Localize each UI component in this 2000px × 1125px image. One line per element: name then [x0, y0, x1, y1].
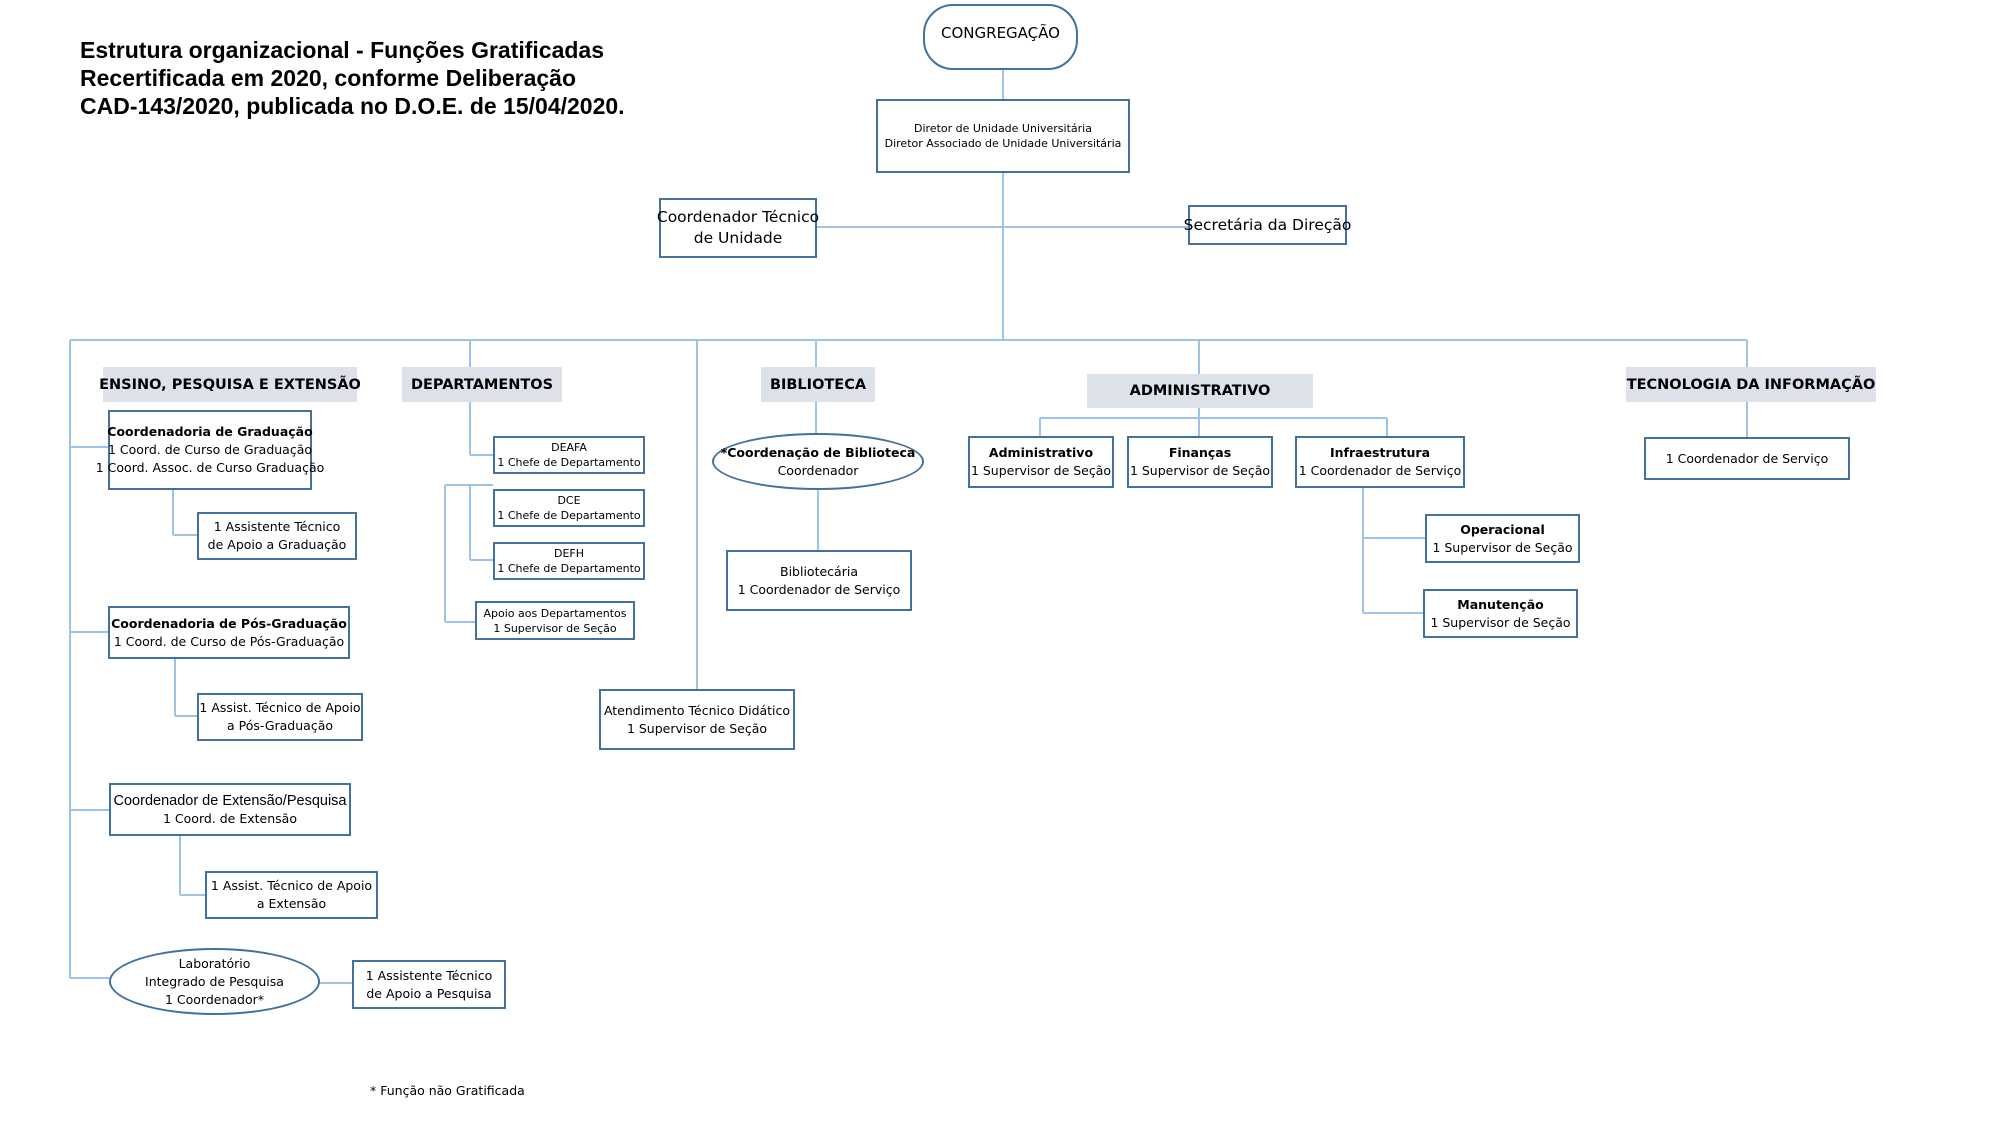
node-coordenadoria-pos: Coordenadoria de Pós-Graduação 1 Coord. …: [108, 606, 350, 659]
dce-title: DCE: [557, 494, 581, 507]
manutencao-line-1: 1 Supervisor de Seção: [1430, 614, 1571, 630]
bibliotecaria-line-1: Bibliotecária: [780, 563, 858, 579]
coordenacao-biblioteca-title: *Coordenação de Biblioteca: [720, 444, 916, 460]
graduacao-line-2: 1 Coord. Assoc. de Curso Graduação: [95, 460, 325, 475]
header-ensino-label: ENSINO, PESQUISA E EXTENSÃO: [99, 376, 361, 393]
title-line-1: Estrutura organizacional - Funções Grati…: [80, 37, 605, 63]
header-departamentos-label: DEPARTAMENTOS: [410, 376, 554, 393]
assist-pos-line-2: a Pós-Graduação: [226, 718, 334, 733]
node-assistente-pos: 1 Assist. Técnico de Apoio a Pós-Graduaç…: [197, 693, 363, 741]
node-laboratorio: Laboratório Integrado de Pesquisa 1 Coor…: [109, 948, 320, 1015]
assist-graduacao-line-1: 1 Assistente Técnico: [213, 519, 341, 534]
coord-tecnico-line-1: Coordenador Técnico: [656, 208, 820, 226]
deafa-line-1: 1 Chefe de Departamento: [497, 456, 641, 469]
node-congregacao: CONGREGAÇÃO: [923, 4, 1078, 70]
node-assistente-extensao: 1 Assist. Técnico de Apoio a Extensão: [205, 871, 378, 919]
manutencao-title: Manutenção: [1457, 596, 1544, 612]
node-congregacao-label: CONGREGAÇÃO: [941, 24, 1060, 42]
node-deafa: DEAFA 1 Chefe de Departamento: [493, 436, 645, 474]
atendimento-line-2: 1 Supervisor de Seção: [626, 720, 768, 736]
node-coordenacao-biblioteca: *Coordenação de Biblioteca Coordenador: [712, 433, 924, 490]
financas-line-1: 1 Supervisor de Seção: [1129, 463, 1271, 478]
coord-tecnico-line-2: de Unidade: [693, 229, 783, 247]
diretor-line-2: Diretor Associado de Unidade Universitár…: [884, 137, 1122, 150]
page-title: Estrutura organizacional - Funções Grati…: [80, 36, 625, 120]
node-operacional: Operacional 1 Supervisor de Seção: [1425, 514, 1580, 563]
apoio-line-2: 1 Supervisor de Seção: [493, 621, 617, 635]
node-coordenador-tecnico: Coordenador Técnico de Unidade: [656, 198, 820, 258]
node-diretor: Diretor de Unidade Universitária Diretor…: [876, 99, 1130, 173]
laboratorio-line-1: Laboratório: [178, 955, 251, 971]
header-ti: TECNOLOGIA DA INFORMAÇÃO: [1626, 367, 1876, 402]
pos-line-1: 1 Coord. de Curso de Pós-Graduação: [113, 633, 345, 649]
header-administrativo-label: ADMINISTRATIVO: [1129, 383, 1271, 399]
assist-extensao-line-1: 1 Assist. Técnico de Apoio: [210, 878, 373, 893]
node-ti-coordenador: 1 Coordenador de Serviço: [1644, 437, 1850, 480]
node-secretaria: Secretária da Direção: [1184, 205, 1351, 245]
coordenacao-biblioteca-line-1: Coordenador: [777, 462, 859, 478]
pos-title: Coordenadoria de Pós-Graduação: [111, 615, 347, 631]
laboratorio-line-2: Integrado de Pesquisa: [145, 973, 284, 989]
header-departamentos: DEPARTAMENTOS: [402, 367, 562, 402]
dce-line-1: 1 Chefe de Departamento: [497, 509, 641, 522]
administrativo-line-1: 1 Supervisor de Seção: [970, 463, 1112, 478]
administrativo-title: Administrativo: [988, 445, 1094, 460]
secretaria-label: Secretária da Direção: [1183, 215, 1352, 234]
node-assistente-graduacao: 1 Assistente Técnico de Apoio a Graduaçã…: [197, 512, 357, 560]
bibliotecaria-line-2: 1 Coordenador de Serviço: [737, 581, 901, 597]
diretor-line-1: Diretor de Unidade Universitária: [914, 122, 1092, 135]
node-assistente-pesquisa: 1 Assistente Técnico de Apoio a Pesquisa: [352, 960, 506, 1009]
node-infraestrutura: Infraestrutura 1 Coordenador de Serviço: [1295, 436, 1465, 488]
assist-pos-line-1: 1 Assist. Técnico de Apoio: [199, 700, 361, 715]
header-biblioteca: BIBLIOTECA: [761, 367, 875, 402]
graduacao-title: Coordenadoria de Graduação: [107, 424, 313, 439]
infraestrutura-line-1: 1 Coordenador de Serviço: [1298, 463, 1462, 478]
extensao-line-1: 1 Coord. de Extensão: [163, 810, 297, 826]
node-apoio-departamentos: Apoio aos Departamentos 1 Supervisor de …: [475, 601, 635, 640]
defh-line-1: 1 Chefe de Departamento: [497, 562, 641, 575]
extensao-title: Coordenador de Extensão/Pesquisa: [113, 792, 347, 809]
node-coordenador-extensao: Coordenador de Extensão/Pesquisa 1 Coord…: [109, 783, 351, 836]
header-administrativo: ADMINISTRATIVO: [1087, 374, 1313, 408]
node-administrativo: Administrativo 1 Supervisor de Seção: [968, 436, 1114, 488]
assist-graduacao-line-2: de Apoio a Graduação: [207, 537, 347, 552]
node-manutencao: Manutenção 1 Supervisor de Seção: [1423, 589, 1578, 638]
laboratorio-line-3: 1 Coordenador*: [164, 991, 265, 1007]
node-atendimento-tecnico: Atendimento Técnico Didático 1 Superviso…: [599, 689, 795, 750]
apoio-line-1: Apoio aos Departamentos: [483, 606, 627, 620]
header-ti-label: TECNOLOGIA DA INFORMAÇÃO: [1626, 376, 1876, 393]
node-defh: DEFH 1 Chefe de Departamento: [493, 542, 645, 580]
title-line-2: Recertificada em 2020, conforme Delibera…: [80, 65, 577, 91]
operacional-line-1: 1 Supervisor de Seção: [1432, 539, 1573, 555]
node-dce: DCE 1 Chefe de Departamento: [493, 489, 645, 527]
defh-title: DEFH: [553, 547, 585, 560]
assist-pesquisa-line-1: 1 Assistente Técnico: [365, 967, 493, 983]
header-biblioteca-label: BIBLIOTECA: [769, 376, 867, 393]
infraestrutura-title: Infraestrutura: [1329, 445, 1431, 460]
atendimento-line-1: Atendimento Técnico Didático: [603, 702, 791, 718]
assist-pesquisa-line-2: de Apoio a Pesquisa: [366, 985, 492, 1001]
node-coordenadoria-graduacao: Coordenadoria de Graduação 1 Coord. de C…: [96, 410, 324, 490]
assist-extensao-line-2: a Extensão: [256, 896, 327, 911]
footnote: * Função não Gratificada: [370, 1083, 525, 1098]
ti-coord-label: 1 Coordenador de Serviço: [1665, 450, 1829, 466]
financas-title: Finanças: [1168, 445, 1232, 460]
operacional-title: Operacional: [1460, 521, 1545, 537]
deafa-title: DEAFA: [551, 441, 587, 454]
node-financas: Finanças 1 Supervisor de Seção: [1127, 436, 1273, 488]
title-line-3: CAD-143/2020, publicada no D.O.E. de 15/…: [80, 93, 625, 119]
node-bibliotecaria: Bibliotecária 1 Coordenador de Serviço: [726, 550, 912, 611]
header-ensino: ENSINO, PESQUISA E EXTENSÃO: [99, 367, 361, 402]
graduacao-line-1: 1 Coord. de Curso de Graduação: [107, 442, 313, 457]
